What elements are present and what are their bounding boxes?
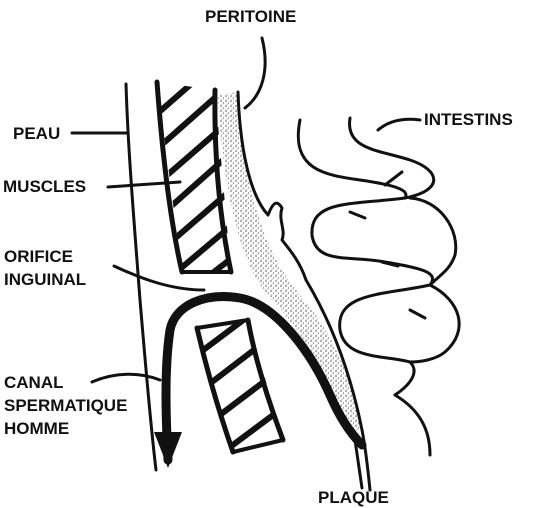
- leader-canal: [92, 374, 160, 382]
- label-plaque: PLAQUE: [318, 488, 389, 507]
- label-orifice-line1: ORIFICE: [4, 247, 73, 266]
- label-muscles: MUSCLES: [3, 177, 86, 196]
- label-intestins: INTESTINS: [424, 110, 513, 129]
- label-orifice-line2: INGUINAL: [4, 270, 86, 289]
- peritoneum-band: [218, 92, 362, 432]
- label-canal-line1: CANAL: [4, 373, 64, 392]
- leader-lines: [72, 38, 420, 488]
- drawing: [72, 38, 459, 490]
- label-canal-line2: SPERMATIQUE: [4, 396, 127, 415]
- leader-peritoine: [245, 38, 265, 108]
- label-canal-line3: HOMME: [4, 419, 69, 438]
- leader-orifice: [114, 266, 204, 290]
- label-peau: PEAU: [13, 124, 60, 143]
- label-peritoine: PERITOINE: [205, 7, 296, 26]
- leader-intestins: [378, 119, 420, 130]
- intestines: [298, 118, 459, 455]
- spermatic-arrow: [154, 432, 182, 468]
